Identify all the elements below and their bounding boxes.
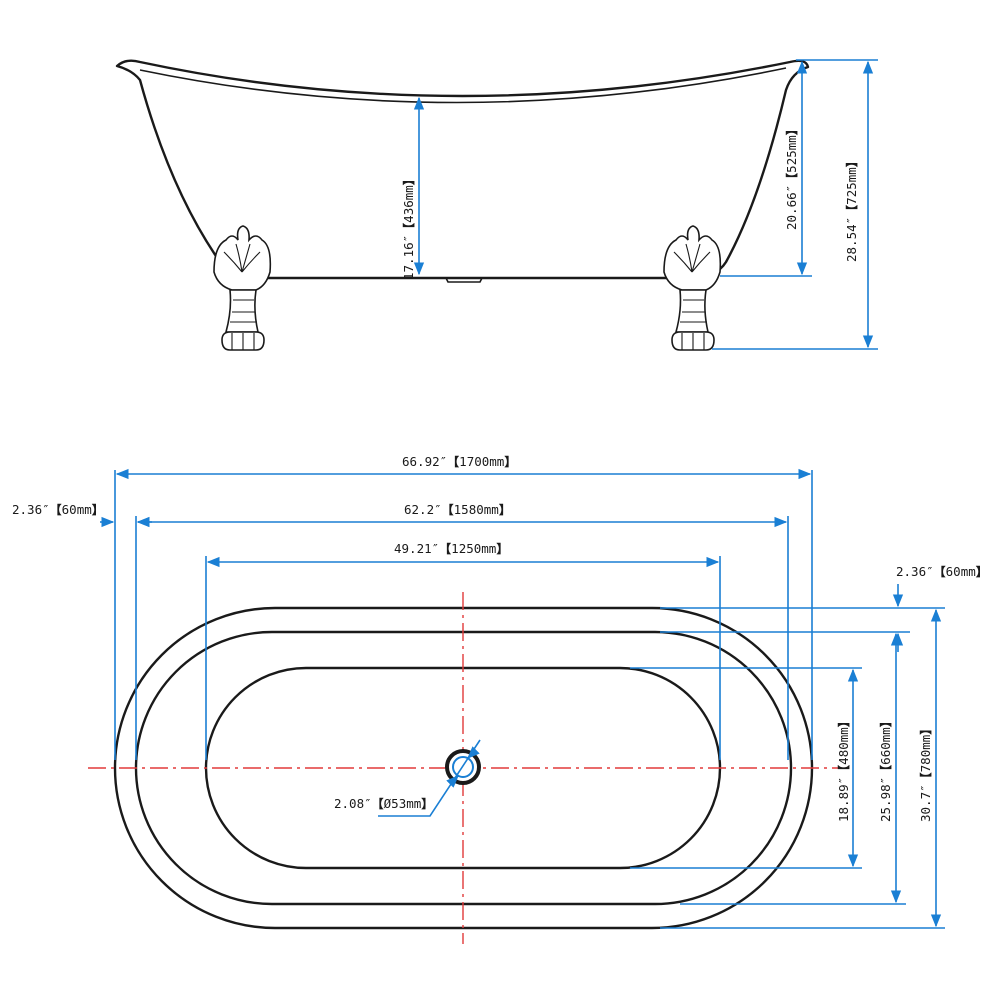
svg-text:17.16″【436mm】: 17.16″【436mm】	[401, 173, 416, 280]
dim-basin-width-inch: 18.89″	[836, 777, 851, 822]
dim-inner-depth: 17.16″【436mm】	[401, 96, 425, 280]
dim-bottom-to-rim: 20.66″【525mm】	[720, 60, 812, 277]
dim-drain-diameter-mm: Ø53mm	[384, 796, 422, 811]
svg-text:66.92″【1700mm】: 66.92″【1700mm】	[402, 454, 516, 469]
tub-side-rim-inner	[139, 67, 787, 104]
tub-side-drain	[445, 277, 483, 283]
dim-basin-length-inch: 49.21″	[394, 541, 439, 556]
dim-inner-depth-inch: 17.16″	[401, 235, 416, 280]
dim-basin-width: 18.89″【480mm】	[630, 667, 862, 869]
dim-rim-offset-left-inch: 2.36″	[12, 502, 50, 517]
dim-overall-length-inch: 66.92″	[402, 454, 447, 469]
dim-inner-rim-width-inch: 25.98″	[878, 777, 893, 822]
svg-text:28.54″【725mm】: 28.54″【725mm】	[844, 155, 859, 262]
dim-basin-width-mm: 480mm	[836, 727, 851, 765]
svg-text:18.89″【480mm】: 18.89″【480mm】	[836, 715, 851, 822]
dim-overall-height-mm: 725mm	[844, 167, 859, 205]
dim-overall-height-inch: 28.54″	[844, 217, 859, 262]
tub-side-outer	[115, 59, 810, 280]
claw-foot-left	[213, 225, 272, 351]
dim-drain-diameter: 2.08″【Ø53mm】	[334, 739, 481, 817]
top-view: 66.92″【1700mm】 62.2″【1580mm】 49.21″【1250…	[12, 454, 988, 944]
dim-rim-offset-left-mm: 60mm	[62, 502, 92, 517]
side-view: 17.16″【436mm】 20.66″【525mm】 28.54″【725mm…	[115, 59, 878, 351]
dim-bottom-to-rim-mm: 525mm	[784, 135, 799, 173]
svg-text:30.7″【780mm】: 30.7″【780mm】	[918, 723, 933, 822]
dim-inner-rim-width: 25.98″【660mm】	[680, 632, 906, 905]
svg-text:25.98″【660mm】: 25.98″【660mm】	[878, 715, 893, 822]
dim-overall-length-mm: 1700mm	[459, 454, 504, 469]
dim-inner-rim-width-mm: 660mm	[878, 727, 893, 765]
svg-text:2.08″【Ø53mm】: 2.08″【Ø53mm】	[334, 796, 433, 811]
dim-inner-rim-length-mm: 1580mm	[454, 502, 499, 517]
dim-overall-length: 66.92″【1700mm】	[114, 454, 813, 760]
dim-inner-rim-length: 62.2″【1580mm】	[135, 502, 789, 760]
svg-text:20.66″【525mm】: 20.66″【525mm】	[784, 123, 799, 230]
dim-drain-diameter-inch: 2.08″	[334, 796, 372, 811]
dim-basin-length: 49.21″【1250mm】	[205, 541, 721, 760]
dim-rim-offset-right-mm: 60mm	[946, 564, 976, 579]
dim-rim-offset-right-inch: 2.36″	[896, 564, 934, 579]
dim-overall-width: 30.7″【780mm】	[660, 608, 945, 929]
svg-text:62.2″【1580mm】: 62.2″【1580mm】	[404, 502, 511, 517]
dim-overall-width-inch: 30.7″	[918, 784, 933, 822]
claw-foot-right	[663, 225, 722, 351]
dim-basin-length-mm: 1250mm	[451, 541, 496, 556]
dim-overall-width-mm: 780mm	[918, 735, 933, 773]
svg-text:49.21″【1250mm】: 49.21″【1250mm】	[394, 541, 508, 556]
dim-rim-offset-left: 2.36″【60mm】	[12, 502, 152, 528]
dim-inner-depth-mm: 436mm	[401, 185, 416, 223]
svg-text:2.36″【60mm】: 2.36″【60mm】	[12, 502, 104, 517]
svg-text:2.36″【60mm】: 2.36″【60mm】	[896, 564, 988, 579]
dim-overall-height: 28.54″【725mm】	[712, 59, 878, 350]
dim-inner-rim-length-inch: 62.2″	[404, 502, 442, 517]
dim-rim-offset-right: 2.36″【60mm】	[660, 564, 988, 652]
dim-bottom-to-rim-inch: 20.66″	[784, 185, 799, 230]
